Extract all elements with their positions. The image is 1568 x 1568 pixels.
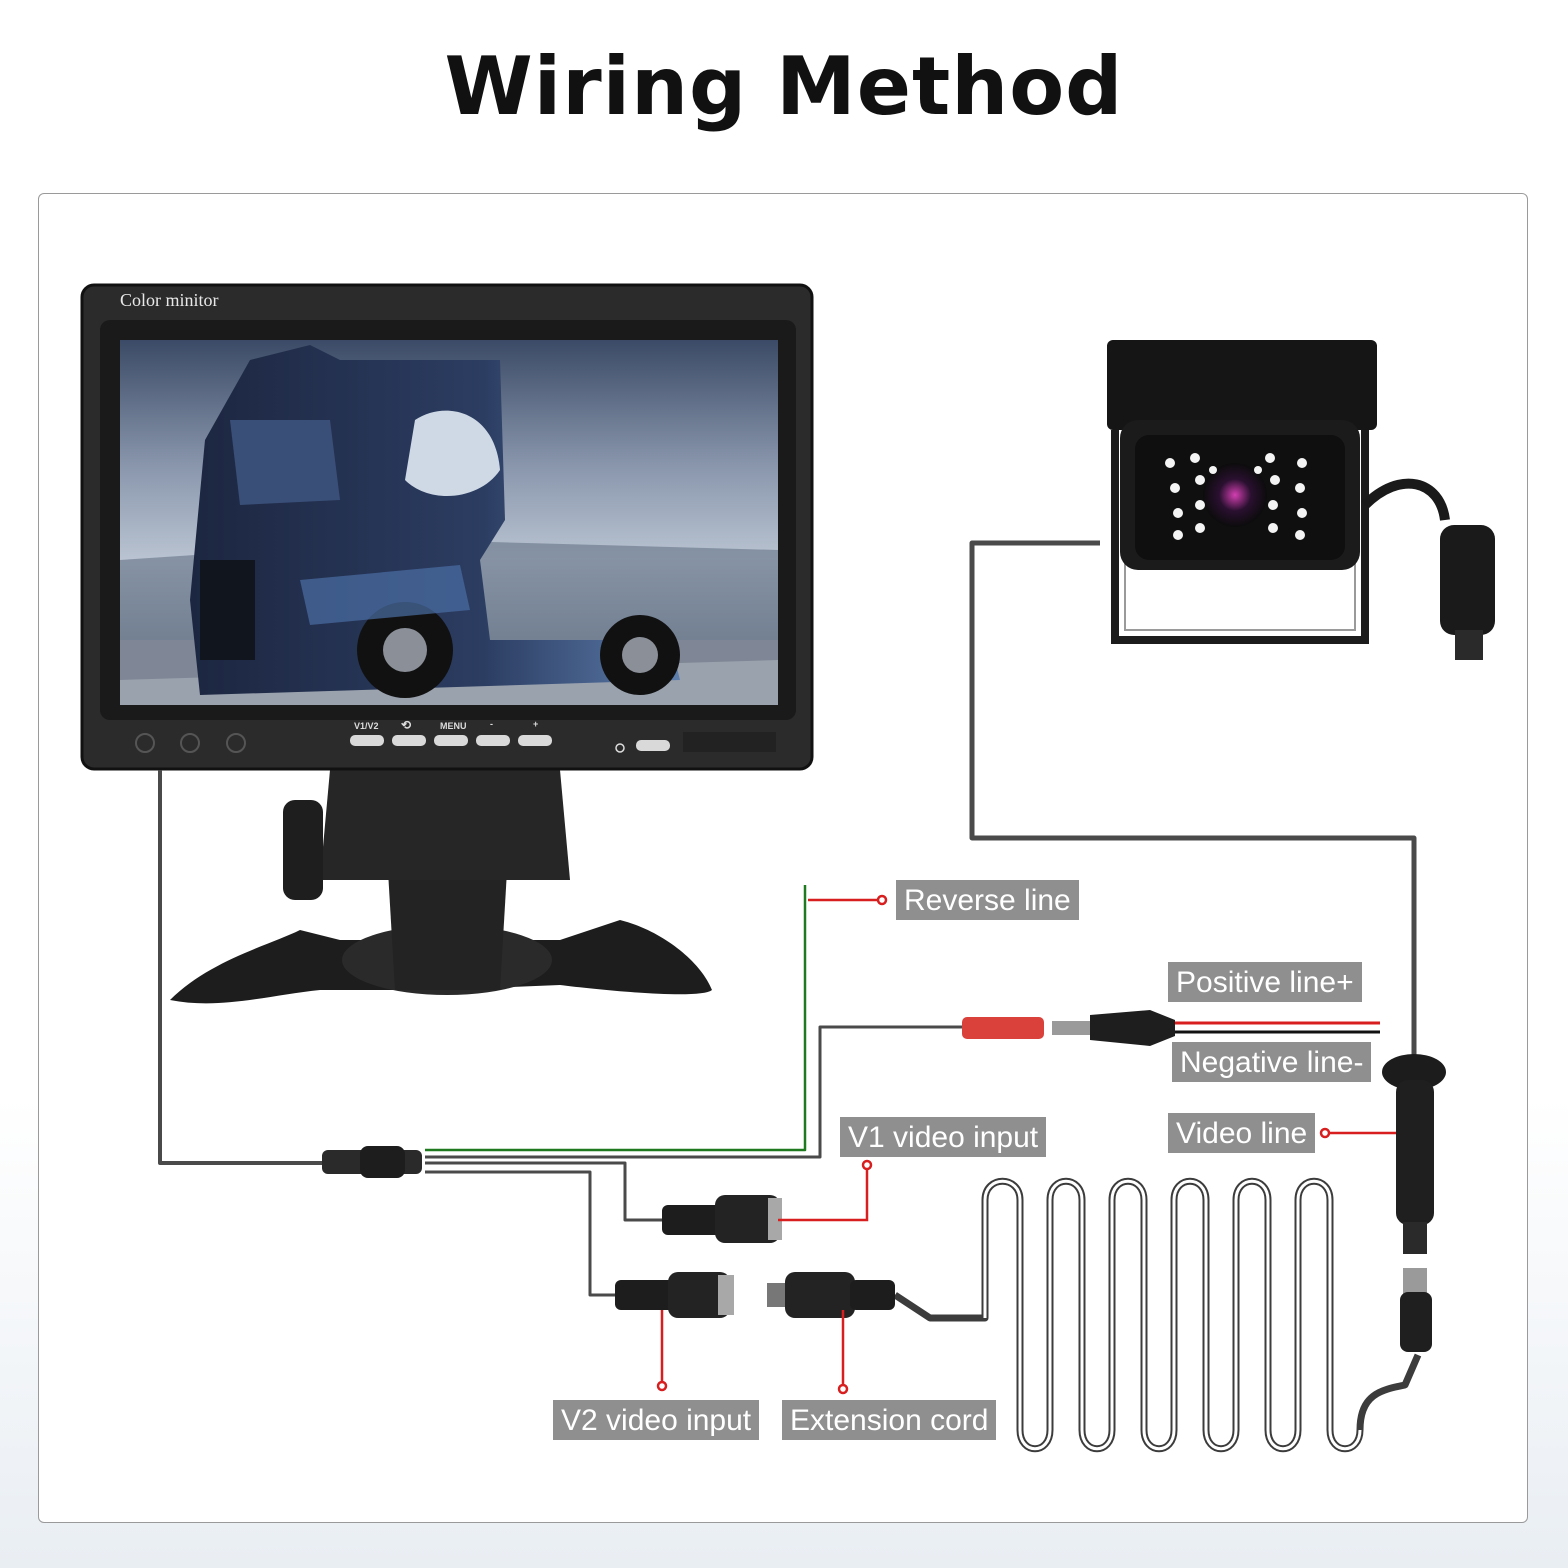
power-icon <box>615 743 625 753</box>
minus-button-label: - <box>490 719 493 729</box>
monitor-brand: Color minitor <box>120 290 219 310</box>
power-connector <box>962 1010 1175 1046</box>
page-title: Wiring Method <box>444 40 1124 133</box>
truck-image <box>190 345 680 698</box>
camera-cable <box>969 540 1417 1060</box>
v2-connector <box>615 1272 734 1318</box>
v1-callout <box>778 1165 869 1222</box>
power-button <box>636 740 670 751</box>
v1-connector <box>662 1195 782 1243</box>
power-wire <box>425 1025 965 1159</box>
camera-connector <box>1440 525 1495 635</box>
v1-branch <box>425 1161 665 1222</box>
camera-video-connector <box>1382 1054 1446 1352</box>
plus-button-label: + <box>533 719 539 729</box>
video-line-label: Video line <box>1168 1113 1316 1153</box>
menu-button <box>434 735 468 746</box>
reverse-line-label: Reverse line <box>896 880 1079 920</box>
camera-lens <box>1203 463 1267 527</box>
v2-video-input-label: V2 video input <box>553 1400 760 1440</box>
minus-button <box>476 735 510 746</box>
v2-branch <box>425 1170 618 1297</box>
monitor-cable <box>158 770 325 1165</box>
junction-connector <box>322 1146 422 1178</box>
negative-line-label: Negative line- <box>1172 1042 1372 1082</box>
rotate-button <box>392 735 426 746</box>
v1v2-button <box>350 735 384 746</box>
v1v2-button-label: V1/V2 <box>354 721 379 731</box>
rotate-icon: ⟲ <box>401 718 412 732</box>
rear-camera <box>1107 340 1495 660</box>
extension-male-connector <box>767 1272 895 1318</box>
v1-video-input-label: V1 video input <box>840 1117 1047 1157</box>
monitor <box>80 283 814 1004</box>
plus-button <box>518 735 552 746</box>
positive-line-label: Positive line+ <box>1168 962 1362 1002</box>
extension-cord-label: Extension cord <box>782 1400 997 1440</box>
reverse-wire <box>425 885 807 1152</box>
menu-button-label: MENU <box>440 721 467 731</box>
